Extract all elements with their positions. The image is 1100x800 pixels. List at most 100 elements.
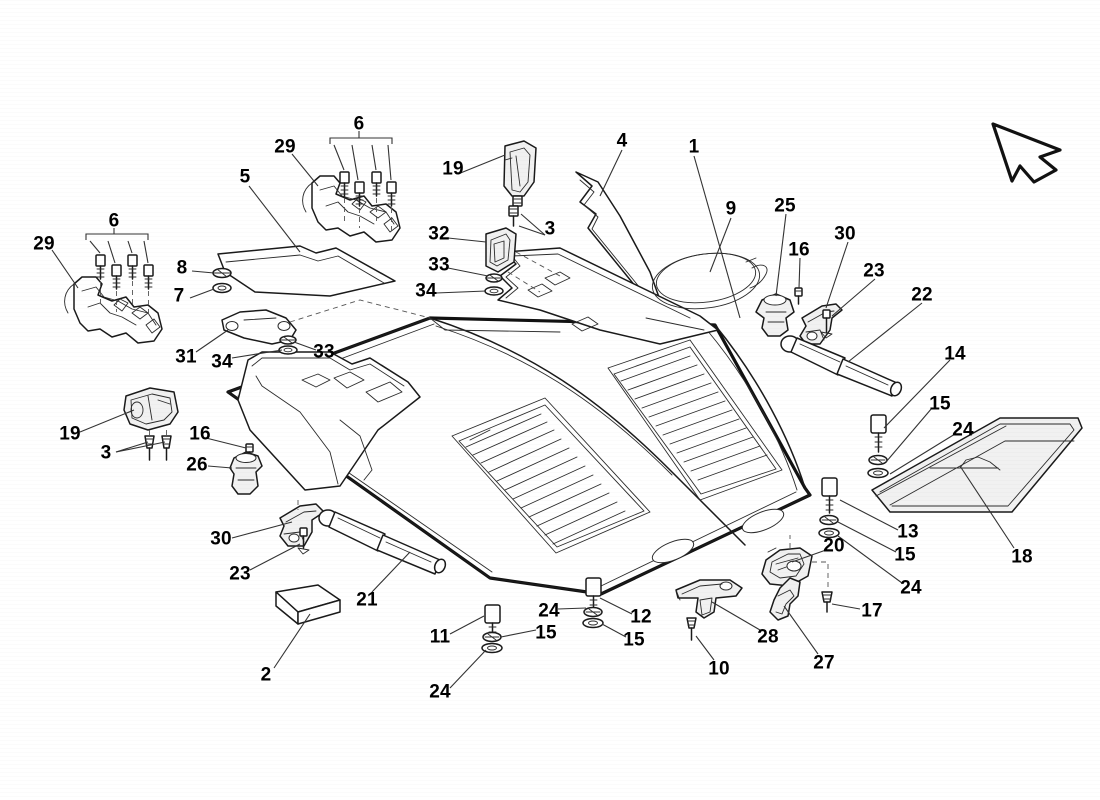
callout-number-12: 12 [630, 606, 652, 628]
callout-number-20: 20 [823, 535, 845, 557]
washer-34-upper [484, 286, 504, 296]
strut-pin-23-left [297, 527, 310, 555]
rear-spoiler-panel-part [871, 417, 1083, 513]
screw-16-right [794, 287, 803, 305]
hook-catch-27-part [769, 577, 801, 621]
callout-number-29: 29 [33, 233, 55, 255]
callout-number-19: 19 [59, 423, 81, 445]
hinge-assembly-lower-part [64, 228, 163, 344]
callout-number-24: 24 [952, 419, 974, 441]
callout-number-10: 10 [708, 658, 730, 680]
rubber-buffer-26-part [229, 451, 263, 495]
hinge-bracket-19-top [503, 140, 537, 227]
strut-bracket-30-left [279, 500, 325, 547]
hood-vent-left [451, 397, 651, 554]
hinge-screw-lower-1 [95, 254, 106, 280]
callout-number-27: 27 [813, 652, 835, 674]
flat-washer-24-c [481, 642, 503, 654]
hood-left-quarter-panel [237, 351, 421, 491]
bolt-3-top-2 [508, 205, 519, 227]
gas-strut-21-part [318, 509, 447, 575]
callout-number-24: 24 [900, 577, 922, 599]
callout-number-2: 2 [260, 664, 272, 686]
hinge-screw-upper-4 [386, 181, 397, 207]
small-bracket-32-part [485, 227, 561, 293]
callout-number-6: 6 [353, 113, 365, 135]
callout-number-28: 28 [757, 626, 779, 648]
latch-striker-20-part [761, 535, 829, 588]
support-arm-part [221, 299, 431, 345]
callout-number-19: 19 [442, 158, 464, 180]
callout-number-15: 15 [929, 393, 951, 415]
screw-10-part [686, 617, 697, 641]
direction-arrow-icon [991, 122, 1062, 184]
callout-number-25: 25 [774, 195, 796, 217]
lock-washer-15-b [819, 514, 839, 526]
callout-number-23: 23 [229, 563, 251, 585]
callout-number-24: 24 [429, 681, 451, 703]
hinge-screw-lower-4 [143, 264, 154, 290]
callout-number-30: 30 [834, 223, 856, 245]
callout-number-17: 17 [861, 600, 883, 622]
hinge-screw-upper-2 [354, 181, 365, 207]
callout-number-6: 6 [108, 210, 120, 232]
callout-number-24: 24 [538, 600, 560, 622]
callout-number-13: 13 [897, 521, 919, 543]
hinge-screw-lower-2 [111, 264, 122, 290]
nut-33-upper [485, 273, 503, 283]
pad-block-2-part [275, 584, 341, 625]
hinge-screw-upper-3 [371, 171, 382, 197]
nut-8-part [212, 267, 232, 279]
callout-number-23: 23 [863, 260, 885, 282]
front-trim-wedge-part [217, 245, 396, 297]
callout-number-22: 22 [911, 284, 933, 306]
callout-number-21: 21 [356, 589, 378, 611]
callout-number-26: 26 [186, 454, 208, 476]
callout-number-11: 11 [429, 626, 451, 648]
callout-number-32: 32 [428, 223, 450, 245]
flat-washer-24-b [818, 527, 840, 539]
callout-number-9: 9 [725, 198, 737, 220]
lock-washer-15-a [868, 454, 888, 466]
callout-number-34: 34 [211, 351, 233, 373]
callout-number-3: 3 [100, 442, 112, 464]
stud-bolt-12-part [585, 577, 602, 613]
oval-seal-ring-part [651, 252, 768, 310]
callout-number-31: 31 [175, 346, 197, 368]
callout-number-7: 7 [173, 285, 185, 307]
callout-number-15: 15 [535, 622, 557, 644]
hinge-screw-upper-1 [339, 171, 350, 197]
callout-number-34: 34 [415, 280, 437, 302]
callout-number-4: 4 [616, 130, 628, 152]
callout-number-33: 33 [428, 254, 450, 276]
nut-33-lower [279, 335, 297, 345]
hinge-bracket-19-left [123, 387, 179, 461]
callout-number-33: 33 [313, 341, 335, 363]
leader-lines [51, 149, 1015, 689]
flat-washer-24-a [867, 467, 889, 479]
hinge-assembly-upper-part [302, 131, 401, 243]
callout-number-16: 16 [189, 423, 211, 445]
gas-strut-22-part [780, 335, 903, 397]
stud-bolt-13-part [821, 477, 838, 514]
callout-number-8: 8 [176, 257, 188, 279]
callout-number-15: 15 [623, 629, 645, 651]
hood-inner-trim-strip [497, 247, 719, 345]
screw-17-part [821, 591, 833, 613]
callout-number-14: 14 [944, 343, 966, 365]
strut-bracket-30-right [799, 303, 843, 345]
callout-number-1: 1 [688, 136, 700, 158]
hinge-screw-lower-3 [127, 254, 138, 280]
callout-number-15: 15 [894, 544, 916, 566]
callout-number-29: 29 [274, 136, 296, 158]
release-lever-28-part [675, 579, 743, 619]
bolt-3-left-1 [144, 435, 155, 461]
lock-washer-15-c [482, 631, 502, 643]
rubber-buffer-25-part [755, 293, 795, 337]
stud-bolt-14-part [870, 414, 887, 453]
callout-number-30: 30 [210, 528, 232, 550]
bolt-3-left-2 [161, 435, 172, 461]
hood-vent-right [607, 339, 783, 501]
